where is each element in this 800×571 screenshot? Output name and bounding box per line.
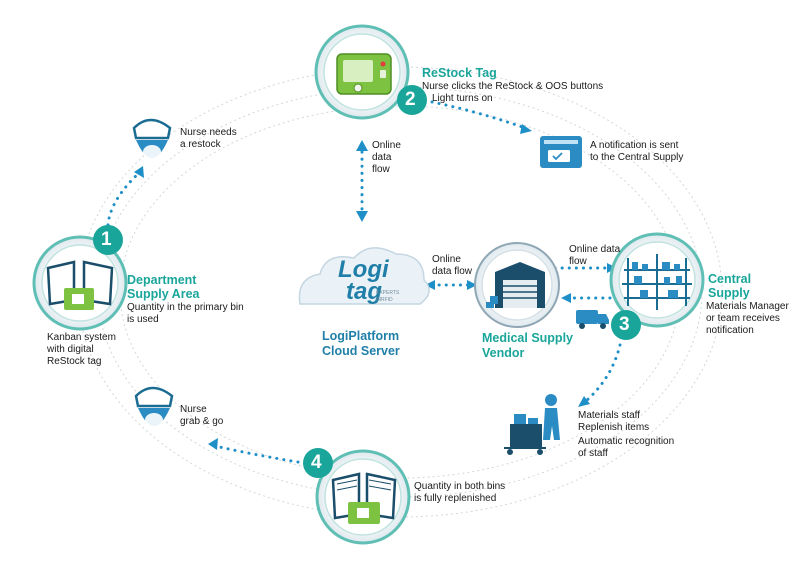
department-line1: Quantity in the primary bin (127, 302, 244, 313)
cloud-title-line2: Cloud Server (322, 344, 400, 358)
nurse-needs-icon (132, 118, 172, 159)
notification-card-icon (540, 136, 582, 168)
kanban-line2: with digital (47, 344, 94, 355)
step-badge-2 (397, 85, 427, 115)
step-number-4: 4 (311, 452, 322, 473)
step-badge-4 (303, 448, 333, 478)
arrowhead-materials (578, 396, 590, 407)
kanban-line3: ReStock tag (47, 356, 102, 367)
online-flow-right-line1: Online data (569, 244, 621, 255)
restock-tag-line1: Nurse clicks the ReStock & OOS buttons (422, 81, 604, 92)
central-line1: Materials Manager (706, 301, 789, 312)
arrow-step4-to-grab (213, 444, 300, 464)
materials-line4: of staff (578, 448, 608, 459)
kanban-line1: Kanban system (47, 332, 116, 343)
arrowhead-nurse-needs (134, 166, 144, 178)
arrowhead-notification (520, 124, 532, 134)
nurse-grab-icon (134, 386, 174, 427)
materials-staff-icon (504, 394, 560, 455)
nurse-needs-line1: Nurse needs (180, 127, 237, 138)
vendor-node (474, 242, 560, 328)
arrow-step2-to-notification (430, 100, 527, 130)
online-flow-right-line2: flow (569, 256, 587, 267)
step-badges (93, 85, 641, 478)
central-line3: notification (706, 325, 754, 336)
step-badge-1 (93, 225, 123, 255)
cloud-server-icon (298, 247, 430, 305)
vendor-title-line1: Medical Supply (482, 331, 573, 345)
restock-tag-node (314, 24, 410, 120)
step-badge-3 (611, 310, 641, 340)
department-title-line1: Department (127, 273, 197, 287)
department-line2: is used (127, 314, 159, 325)
replenished-node (315, 449, 411, 545)
restock-tag-title: ReStock Tag (422, 66, 497, 80)
arrow-step3-to-materials (583, 343, 622, 404)
arrowhead-up (356, 140, 368, 151)
online-flow-vertical-line1: Online (372, 140, 401, 151)
online-flow-vertical-line3: flow (372, 164, 390, 175)
notification-line1: A notification is sent (590, 140, 679, 151)
step-number-3: 3 (619, 314, 630, 335)
central-title-line1: Central (708, 272, 752, 286)
nurse-needs-line2: a restock (180, 139, 221, 150)
materials-line1: Materials staff (578, 410, 641, 421)
arrowhead-right-vendor (467, 280, 477, 290)
flow-arrows (106, 100, 622, 464)
online-flow-left-line1: Online (432, 254, 461, 265)
step-number-2: 2 (405, 89, 416, 110)
logitag-logo-small1: EXPERTS (376, 290, 400, 296)
vendor-title-line2: Vendor (482, 346, 525, 360)
arrow-step1-to-nurse (106, 170, 142, 227)
arrowhead-down (356, 211, 368, 222)
nurse-grab-line2: grab & go (180, 416, 224, 427)
restock-tag-line2: Light turns on (432, 93, 493, 104)
central-title-line2: Supply (708, 286, 750, 300)
cloud-title-line1: LogiPlatform (322, 329, 400, 343)
delivery-truck-icon (576, 310, 609, 329)
arrowhead-to-vendor (561, 293, 571, 303)
central-line2: or team receives (706, 313, 780, 324)
materials-line2: Replenish items (578, 422, 650, 433)
materials-line3: Automatic recognition (578, 436, 675, 447)
online-flow-vertical-line2: data (372, 152, 392, 163)
notification-line2: to the Central Supply (590, 152, 684, 163)
nurse-grab-line1: Nurse (180, 404, 207, 415)
logitag-logo-top: Logi (338, 256, 389, 283)
department-title-line2: Supply Area (127, 287, 200, 301)
central-supply-node (609, 232, 705, 328)
arrowhead-grab (208, 438, 218, 450)
logitag-logo-bottom: tag (346, 278, 382, 305)
replenished-line2: is fully replenished (414, 493, 497, 504)
department-node (32, 235, 128, 331)
arrowhead-left-cloud (425, 280, 435, 290)
replenished-line1: Quantity in both bins (414, 481, 506, 492)
step-number-1: 1 (101, 229, 112, 250)
logitag-logo-small2: INRFID (376, 297, 393, 303)
online-flow-left-line2: data flow (432, 266, 473, 277)
